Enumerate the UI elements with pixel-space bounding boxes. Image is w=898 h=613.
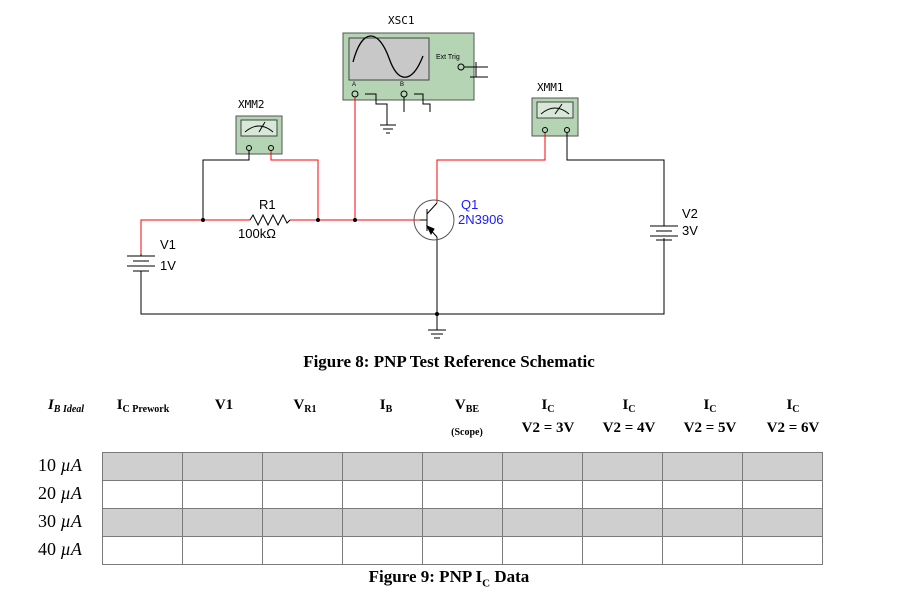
- table-cell[interactable]: [182, 536, 263, 565]
- table-cell[interactable]: [262, 480, 343, 509]
- table-cell[interactable]: [422, 508, 503, 537]
- table-row: [102, 480, 823, 509]
- table-cell[interactable]: [582, 480, 663, 509]
- table-cell[interactable]: [422, 480, 503, 509]
- table-cell[interactable]: [502, 452, 583, 481]
- q1-part-label: 2N3906: [458, 212, 504, 227]
- xmm1-label: XMM1: [537, 81, 564, 94]
- row-label: 10 µA: [38, 455, 82, 475]
- battery-v1: [127, 254, 155, 272]
- table-cell[interactable]: [582, 508, 663, 537]
- figure-9-caption: Figure 9: PNP IC Data: [368, 567, 530, 590]
- scope-channel-b-label: B: [400, 82, 404, 88]
- table-cell[interactable]: [742, 536, 823, 565]
- row-label: 30 µA: [38, 511, 82, 531]
- oscilloscope-xsc1: Ext Trig A B: [342, 32, 488, 101]
- table-cell[interactable]: [262, 536, 343, 565]
- scope-label: XSC1: [388, 14, 415, 27]
- ext-trig-label: Ext Trig: [436, 54, 460, 61]
- table-cell[interactable]: [102, 480, 183, 509]
- header-vr1: VR1: [293, 397, 317, 415]
- header-ic-prework: IC Prework: [116, 397, 170, 415]
- pnp-test-schematic: XSC1 Ext Trig A B XMM2 XMM1: [127, 14, 698, 339]
- header-vbe: VBE(Scope): [451, 397, 483, 438]
- table-cell[interactable]: [502, 508, 583, 537]
- row-label: 40 µA: [38, 539, 82, 559]
- table-cell[interactable]: [662, 508, 743, 537]
- table-cell[interactable]: [102, 508, 183, 537]
- table-cell[interactable]: [742, 480, 823, 509]
- table-cell[interactable]: [262, 508, 343, 537]
- circuit-ground: [428, 329, 446, 339]
- table-cell[interactable]: [342, 452, 423, 481]
- row-label: 20 µA: [38, 483, 82, 503]
- table-cell[interactable]: [182, 452, 263, 481]
- figure-8-caption: Figure 8: PNP Test Reference Schematic: [303, 352, 595, 371]
- battery-v2: [650, 225, 678, 241]
- table-cell[interactable]: [662, 536, 743, 565]
- table-cell[interactable]: [582, 452, 663, 481]
- header-v1: V1: [214, 397, 234, 413]
- r1-name-label: R1: [259, 197, 276, 212]
- table-cell[interactable]: [342, 508, 423, 537]
- table-cell[interactable]: [502, 536, 583, 565]
- header-ib: IB: [379, 397, 393, 415]
- v1-value-label: 1V: [160, 258, 176, 273]
- q1-name-label: Q1: [461, 197, 478, 212]
- table-cell[interactable]: [662, 480, 743, 509]
- table-cell[interactable]: [662, 452, 743, 481]
- table-cell[interactable]: [742, 452, 823, 481]
- black-wires: [140, 133, 665, 330]
- transistor-q1: [413, 199, 455, 241]
- table-cell[interactable]: [582, 536, 663, 565]
- r1-value-label: 100kΩ: [238, 226, 276, 241]
- table-cell[interactable]: [422, 536, 503, 565]
- v1-name-label: V1: [160, 237, 176, 252]
- ic-data-table: [102, 452, 823, 565]
- xmm2-label: XMM2: [238, 98, 265, 111]
- multimeter-xmm1: [531, 97, 579, 137]
- table-cell[interactable]: [182, 508, 263, 537]
- table-cell[interactable]: [102, 452, 183, 481]
- v2-name-label: V2: [682, 206, 698, 221]
- table-cell[interactable]: [182, 480, 263, 509]
- header-ib-ideal: IB Ideal: [47, 397, 85, 415]
- table-cell[interactable]: [102, 536, 183, 565]
- table-cell[interactable]: [262, 452, 343, 481]
- table-row: [102, 536, 823, 565]
- table-cell[interactable]: [342, 536, 423, 565]
- table-cell[interactable]: [422, 452, 503, 481]
- wire-junctions: [201, 218, 439, 316]
- scope-channel-a-label: A: [352, 82, 356, 88]
- scope-ground: [365, 93, 431, 134]
- table-cell[interactable]: [742, 508, 823, 537]
- resistor-r1: [249, 213, 291, 227]
- v2-value-label: 3V: [682, 223, 698, 238]
- multimeter-xmm2: [235, 115, 283, 155]
- red-wires: [140, 97, 546, 254]
- table-row: [102, 452, 823, 481]
- sine-wave-icon: [352, 35, 424, 78]
- table-cell[interactable]: [342, 480, 423, 509]
- table-cell[interactable]: [502, 480, 583, 509]
- table-row: [102, 508, 823, 537]
